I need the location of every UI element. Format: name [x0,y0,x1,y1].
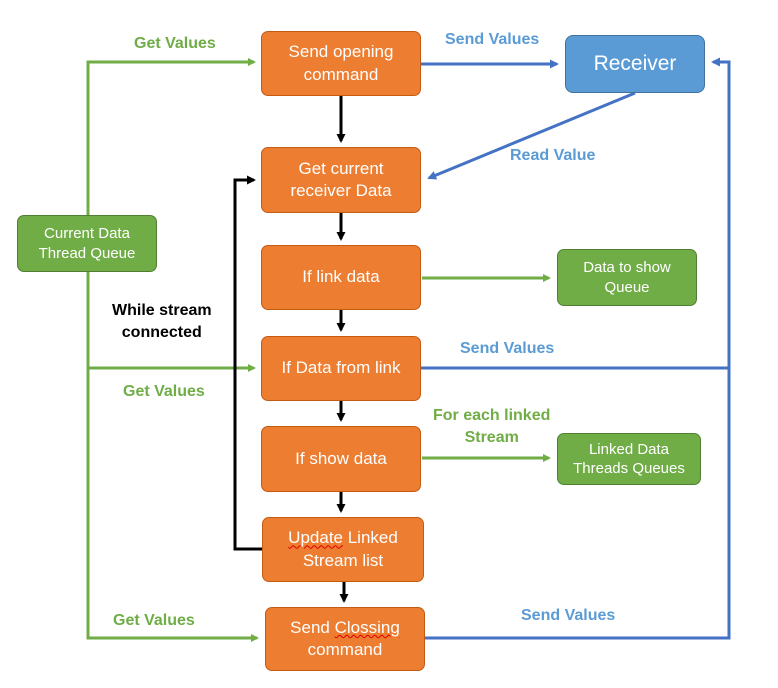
label-get-values-middle: Get Values [123,383,205,400]
green-branch-send-closing [86,368,259,642]
data-to-show-queue-box[interactable]: Data to show Queue [557,249,697,306]
loop-back-arrow [233,175,262,551]
update-linked-rest: Linked Stream list [302,528,398,570]
command-word: command [307,640,383,659]
label-while-stream-connected: While stream connected [112,302,212,342]
send-opening-command-box[interactable]: Send opening command [261,31,421,96]
label-send-values-top: Send Values [445,31,540,48]
label-send-values-bottom: Send Values [521,607,616,624]
if-data-from-link-box[interactable]: If Data from link [261,336,421,401]
green-trunk-line [86,58,256,215]
receiver-box[interactable]: Receiver [565,35,705,93]
label-get-values-bottom: Get Values [113,612,195,629]
update-linked-stream-list-box[interactable]: Update Linked Stream list [262,517,424,582]
if-link-data-box[interactable]: If link data [261,245,421,310]
label-read-value: Read Value [510,147,596,164]
clossing-word: Clossing [334,617,400,637]
black-flow [233,96,349,603]
blue-arrow-read-value [427,91,636,180]
get-current-receiver-data-box[interactable]: Get current receiver Data [261,147,421,213]
label-for-each-linked-stream: For each linked Stream [433,407,551,447]
update-word: Update [288,528,343,548]
send-closing-command-box[interactable]: Send Clossing command [265,607,425,671]
label-send-values-middle: Send Values [460,340,555,357]
linked-data-threads-queues-box[interactable]: Linked Data Threads Queues [557,433,701,485]
label-get-values-top: Get Values [134,35,216,52]
send-word: Send [290,617,335,637]
green-connectors [86,58,551,642]
current-data-thread-queue-box[interactable]: Current Data Thread Queue [17,215,157,272]
blue-connectors [421,57,731,640]
if-show-data-box[interactable]: If show data [261,426,421,492]
blue-line-from-closing [425,57,731,640]
